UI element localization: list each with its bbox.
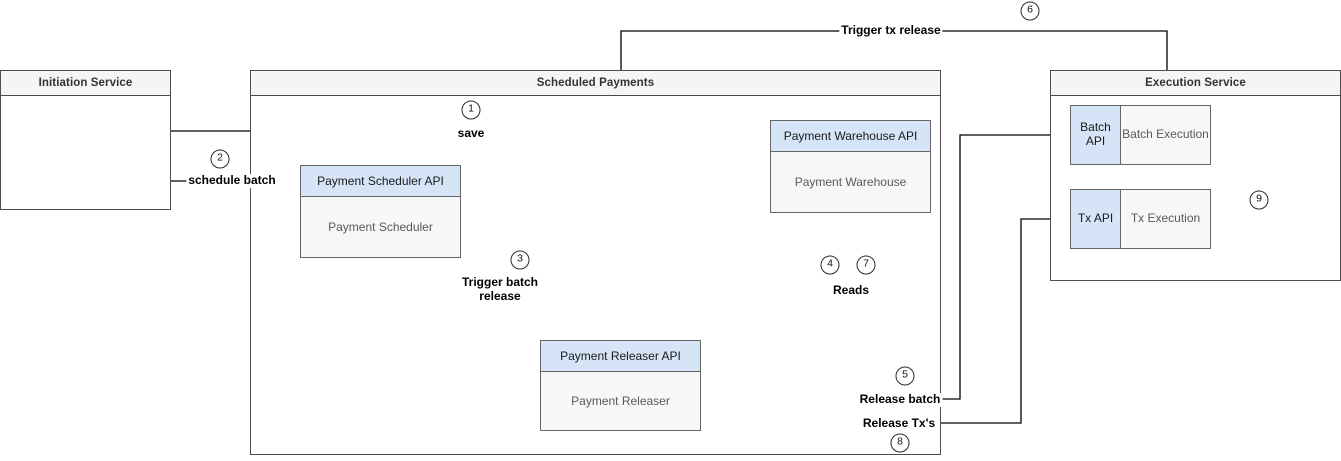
component-payment-warehouse-body: Payment Warehouse (794, 175, 907, 189)
service-initiation-title: Initiation Service (1, 71, 170, 96)
edge-label-schedule-batch: schedule batch (186, 173, 278, 188)
component-payment-releaser-api[interactable]: Payment Releaser API (541, 341, 700, 372)
component-tx[interactable]: Tx API Tx Execution (1070, 189, 1211, 249)
edge-label-save: save (455, 126, 487, 141)
step-badge-2: 2 (210, 149, 230, 169)
edge-label-release-txs: Release Tx's (860, 416, 938, 431)
service-execution-title: Execution Service (1051, 71, 1340, 96)
edge-label-release-batch: Release batch (857, 392, 943, 407)
component-payment-warehouse-api[interactable]: Payment Warehouse API (771, 121, 930, 152)
step-badge-9: 9 (1249, 190, 1269, 210)
step-badge-3: 3 (510, 250, 530, 270)
step-badge-8: 8 (890, 433, 910, 453)
component-batch[interactable]: Batch API Batch Execution (1070, 105, 1211, 165)
step-badge-6: 6 (1020, 1, 1040, 21)
edge-label-trigger-batch-release-line1: Trigger batch (461, 275, 539, 290)
component-tx-api[interactable]: Tx API (1071, 190, 1121, 248)
component-payment-scheduler-body: Payment Scheduler (328, 220, 433, 234)
edge-label-trigger-tx-release: Trigger tx release (839, 23, 943, 38)
component-tx-execution: Tx Execution (1130, 211, 1201, 226)
component-payment-releaser-body: Payment Releaser (571, 394, 670, 408)
service-scheduled-payments-title: Scheduled Payments (251, 71, 940, 96)
component-payment-warehouse[interactable]: Payment Warehouse API Payment Warehouse (770, 120, 931, 213)
service-execution[interactable]: Execution Service (1050, 70, 1341, 281)
component-batch-execution: Batch Execution (1122, 127, 1209, 142)
component-batch-api[interactable]: Batch API (1071, 106, 1121, 164)
step-badge-1: 1 (461, 100, 481, 120)
component-payment-scheduler[interactable]: Payment Scheduler API Payment Scheduler (300, 165, 461, 258)
step-badge-7: 7 (856, 255, 876, 275)
step-badge-5: 5 (895, 366, 915, 386)
edge-label-trigger-batch-release: Trigger batch release (459, 275, 541, 304)
edge-label-reads: Reads (830, 283, 872, 298)
edge-label-trigger-batch-release-line2: release (479, 289, 521, 303)
component-payment-scheduler-api[interactable]: Payment Scheduler API (301, 166, 460, 197)
service-initiation[interactable]: Initiation Service (0, 70, 171, 210)
component-payment-releaser[interactable]: Payment Releaser API Payment Releaser (540, 340, 701, 431)
step-badge-4: 4 (820, 255, 840, 275)
